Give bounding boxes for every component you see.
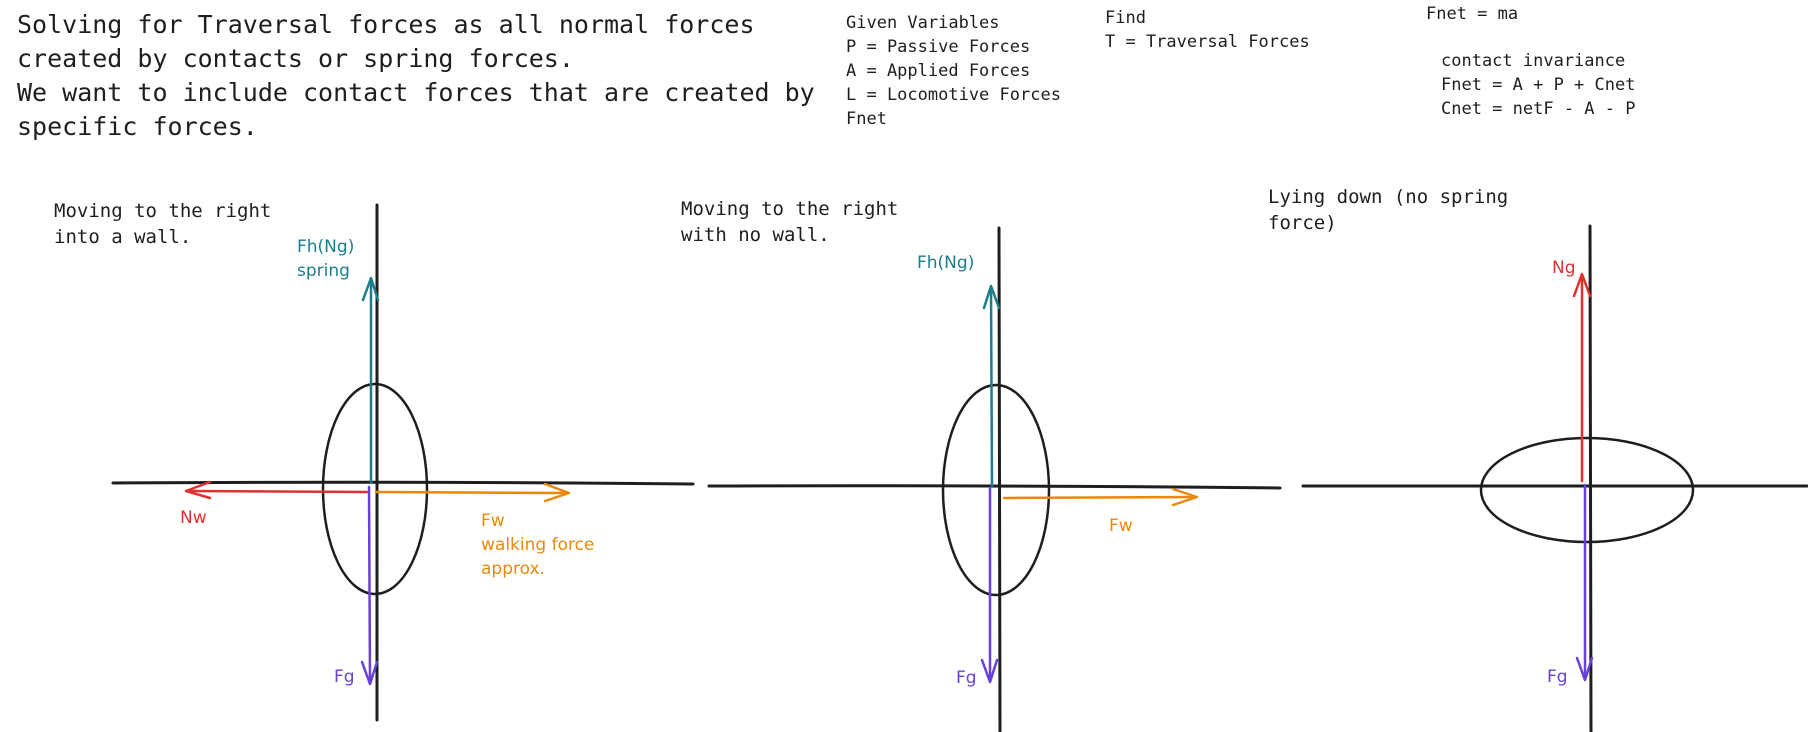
ground-axis bbox=[111, 480, 695, 486]
gravity-force-arrow bbox=[980, 487, 999, 684]
intro-line: We want to include contact forces that a… bbox=[17, 78, 815, 107]
vertical-axis bbox=[1588, 224, 1593, 732]
given-line: Fnet bbox=[846, 109, 887, 129]
walking-force-arrow bbox=[374, 482, 571, 503]
find-line: Find bbox=[1105, 8, 1146, 28]
caption-line: Lying down (no spring bbox=[1268, 186, 1509, 208]
diagram-2 bbox=[707, 226, 1282, 732]
walking-force-label: Fw walking force approx. bbox=[481, 509, 594, 581]
gravity-force-label: Fg bbox=[956, 668, 977, 688]
find-line: T = Traversal Forces bbox=[1105, 32, 1310, 52]
find-block: Find T = Traversal Forces bbox=[1105, 6, 1310, 54]
contact-invariance-block: contact invariance Fnet = A + P + Cnet C… bbox=[1441, 49, 1635, 121]
equation-line: Cnet = netF - A - P bbox=[1441, 99, 1636, 119]
intro-text: Solving for Traversal forces as all norm… bbox=[17, 8, 815, 144]
intro-line: created by contacts or spring forces. bbox=[17, 44, 574, 73]
spring-force-label: Fh(Ng) spring bbox=[297, 235, 354, 283]
equation-fnet-ma: Fnet = ma bbox=[1426, 4, 1519, 24]
gravity-force-arrow bbox=[360, 485, 379, 686]
vertical-axis bbox=[375, 203, 379, 722]
given-line: A = Applied Forces bbox=[846, 61, 1031, 81]
caption-line: with no wall. bbox=[681, 224, 830, 246]
label-line: Fw bbox=[481, 511, 505, 531]
caption-line: force) bbox=[1268, 212, 1337, 234]
intro-line: specific forces. bbox=[17, 112, 258, 141]
caption-line: Moving to the right bbox=[681, 198, 899, 220]
given-line: Given Variables bbox=[846, 13, 1000, 33]
body-ellipse bbox=[941, 383, 1051, 597]
ground-axis bbox=[707, 484, 1282, 490]
ground-normal-force-label: Ng bbox=[1552, 258, 1576, 278]
wall-normal-force-label: Nw bbox=[180, 508, 207, 528]
given-line: L = Locomotive Forces bbox=[846, 85, 1061, 105]
ground-normal-force-arrow bbox=[1572, 272, 1592, 483]
diagram-3-caption: Lying down (no spring force) bbox=[1268, 184, 1508, 236]
diagram-3 bbox=[1301, 224, 1808, 732]
gravity-force-label: Fg bbox=[334, 667, 355, 687]
diagram-2-caption: Moving to the right with no wall. bbox=[681, 196, 898, 248]
gravity-force-label: Fg bbox=[1547, 667, 1568, 687]
walking-force-label: Fw bbox=[1109, 516, 1133, 536]
diagram-1-caption: Moving to the right into a wall. bbox=[54, 198, 271, 250]
intro-line: Solving for Traversal forces as all norm… bbox=[17, 10, 755, 39]
equation-line: Fnet = A + P + Cnet bbox=[1441, 75, 1636, 95]
spring-force-label: Fh(Ng) bbox=[917, 253, 975, 273]
caption-line: into a wall. bbox=[54, 226, 192, 248]
label-line: approx. bbox=[481, 559, 545, 579]
walking-force-arrow bbox=[1002, 487, 1199, 507]
caption-line: Moving to the right bbox=[54, 200, 272, 222]
body-ellipse bbox=[1479, 436, 1695, 544]
ground-axis bbox=[1301, 484, 1808, 488]
label-line: spring bbox=[297, 261, 350, 281]
given-variables: Given Variables P = Passive Forces A = A… bbox=[846, 11, 1061, 131]
spring-force-arrow bbox=[982, 284, 1001, 489]
diagram-1 bbox=[111, 203, 695, 722]
wall-normal-force-arrow bbox=[184, 480, 369, 500]
gravity-force-arrow bbox=[1575, 483, 1594, 682]
vertical-axis bbox=[997, 226, 1002, 732]
body-ellipse bbox=[321, 382, 429, 596]
given-line: P = Passive Forces bbox=[846, 37, 1031, 57]
label-line: walking force bbox=[481, 535, 595, 555]
equation-line: contact invariance bbox=[1441, 51, 1626, 71]
label-line: Fh(Ng) bbox=[297, 237, 355, 257]
spring-force-arrow bbox=[361, 276, 380, 485]
